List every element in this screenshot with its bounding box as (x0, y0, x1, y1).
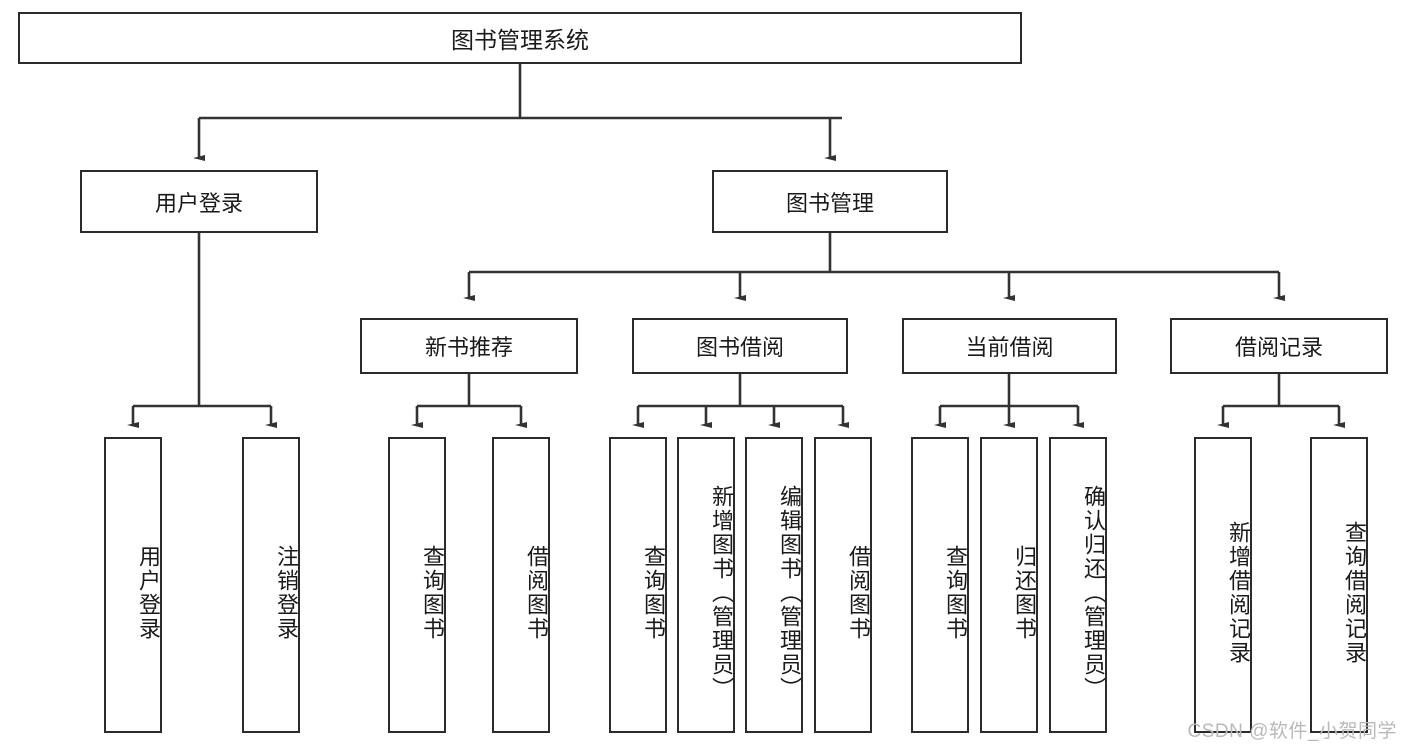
node-label: 新书推荐 (424, 335, 513, 360)
node-label: 查询借阅记录 (1342, 521, 1367, 665)
node-label: 图书管理系统 (451, 27, 589, 53)
node-label: 当前借阅 (965, 335, 1054, 360)
leaf-borrow-add-book-admin[interactable]: 新增图书（管理员） (677, 437, 735, 733)
leaf-recommend-query-book[interactable]: 查询图书 (388, 437, 446, 733)
node-label: 新增图书（管理员） (709, 485, 734, 701)
node-label: 借阅图书 (846, 545, 871, 641)
node-label: 归还图书 (1012, 545, 1037, 641)
leaf-user-login-signin[interactable]: 用户登录 (104, 437, 162, 733)
leaf-user-login-signout[interactable]: 注销登录 (242, 437, 300, 733)
node-label: 查询图书 (420, 545, 445, 641)
node-label: 新增借阅记录 (1226, 521, 1251, 665)
node-label: 编辑图书（管理员） (777, 485, 802, 701)
node-new-book-recommend[interactable]: 新书推荐 (360, 318, 578, 374)
node-borrow-records[interactable]: 借阅记录 (1170, 318, 1388, 374)
node-label: 查询图书 (641, 545, 666, 641)
node-label: 图书管理 (785, 190, 874, 216)
node-user-login[interactable]: 用户登录 (80, 170, 318, 233)
leaf-borrow-borrow-book[interactable]: 借阅图书 (814, 437, 872, 733)
node-current-borrow[interactable]: 当前借阅 (902, 318, 1117, 374)
node-label: 借阅记录 (1234, 335, 1323, 360)
leaf-records-query-record[interactable]: 查询借阅记录 (1310, 437, 1368, 733)
leaf-borrow-edit-book-admin[interactable]: 编辑图书（管理员） (745, 437, 803, 733)
leaf-borrow-query-book[interactable]: 查询图书 (609, 437, 667, 733)
leaf-recommend-borrow-book[interactable]: 借阅图书 (492, 437, 550, 733)
leaf-current-query-book[interactable]: 查询图书 (911, 437, 969, 733)
node-book-borrow[interactable]: 图书借阅 (632, 318, 848, 374)
node-label: 确认归还（管理员） (1081, 485, 1106, 701)
node-label: 图书借阅 (695, 335, 784, 360)
node-label: 用户登录 (154, 190, 243, 216)
node-root-system[interactable]: 图书管理系统 (18, 12, 1022, 64)
leaf-current-return-book[interactable]: 归还图书 (980, 437, 1038, 733)
node-label: 借阅图书 (524, 545, 549, 641)
leaf-records-add-record[interactable]: 新增借阅记录 (1194, 437, 1252, 733)
leaf-current-confirm-return-admin[interactable]: 确认归还（管理员） (1049, 437, 1107, 733)
watermark: CSDN @软件_小贺同学 (1187, 721, 1397, 742)
node-label: 查询图书 (943, 545, 968, 641)
node-book-management[interactable]: 图书管理 (712, 170, 948, 233)
node-label: 注销登录 (274, 545, 299, 641)
node-label: 用户登录 (136, 545, 161, 641)
